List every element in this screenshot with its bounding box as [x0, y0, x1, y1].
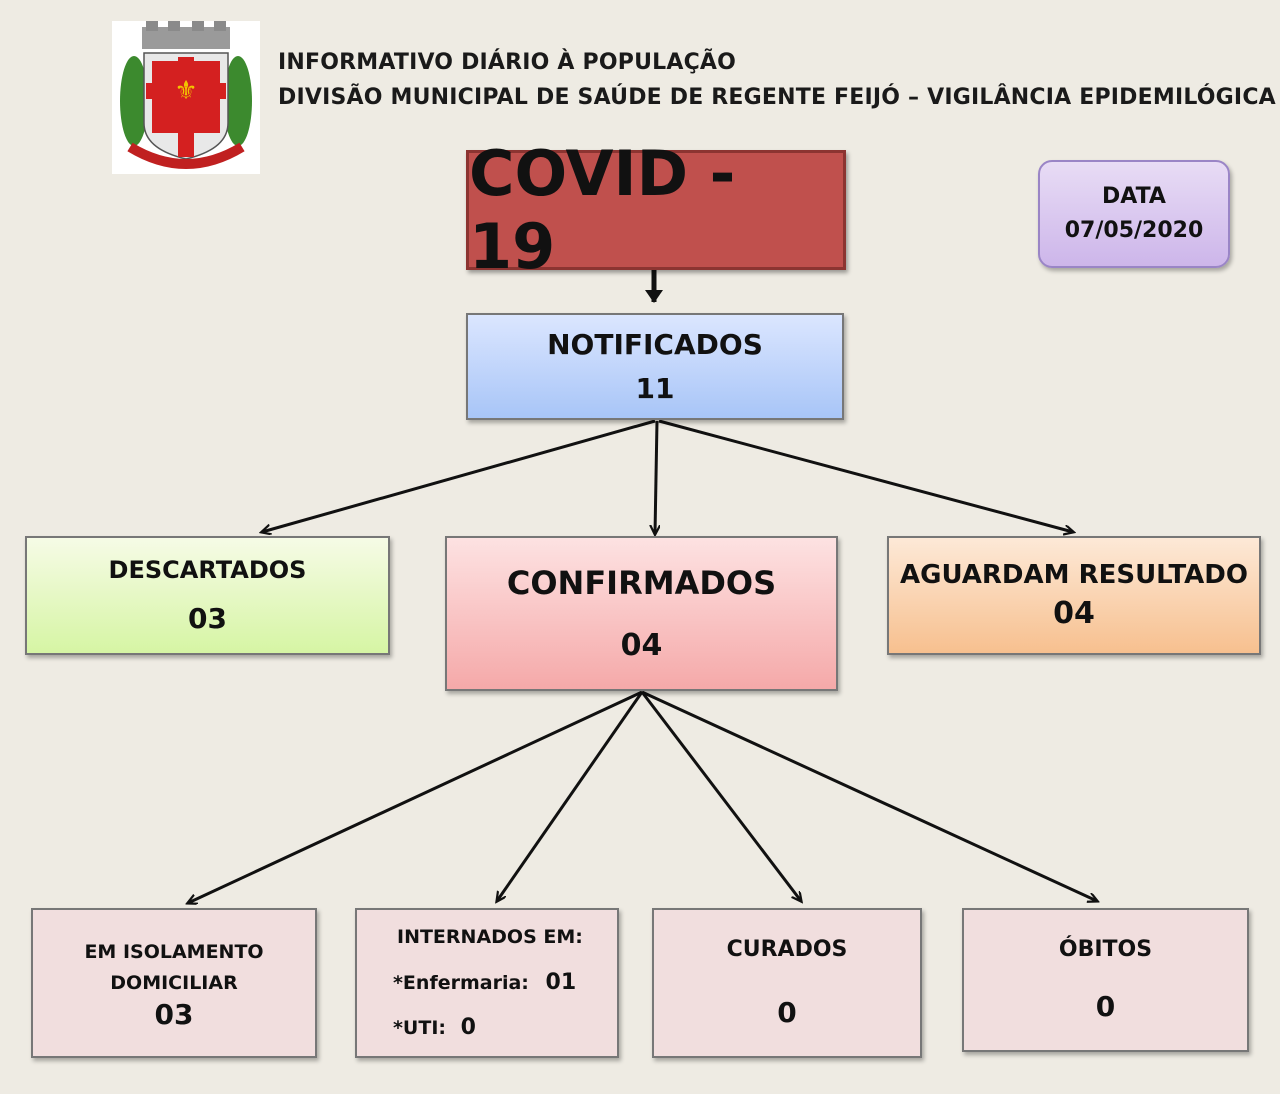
isolamento-label-line1: EM ISOLAMENTO	[84, 940, 264, 963]
covid-title-box: COVID - 19	[466, 137, 846, 283]
curados-value: 0	[777, 996, 797, 1029]
isolamento-value: 03	[154, 997, 194, 1031]
aguardam-label: AGUARDAM RESULTADO	[900, 560, 1248, 590]
covid-title: COVID - 19	[469, 137, 736, 283]
isolamento-label-line2: DOMICILIAR	[110, 971, 238, 994]
internados-box: INTERNADOS EM: *Enfermaria: 01 *UTI: 0	[355, 908, 619, 1058]
header-subtitle: DIVISÃO MUNICIPAL DE SAÚDE DE REGENTE FE…	[278, 85, 1276, 110]
confirmados-label: CONFIRMADOS	[506, 564, 777, 602]
internados-label: INTERNADOS EM:	[397, 926, 583, 948]
header-title: INFORMATIVO DIÁRIO À POPULAÇÃO	[278, 50, 737, 75]
svg-text:⚜: ⚜	[174, 76, 197, 106]
municipal-crest-logo: ⚜	[112, 21, 260, 174]
uti-row: *UTI: 0	[393, 1015, 476, 1040]
curados-box: CURADOS 0	[652, 908, 922, 1058]
isolamento-box: EM ISOLAMENTO DOMICILIAR 03	[31, 908, 317, 1058]
descartados-label: DESCARTADOS	[108, 556, 307, 584]
obitos-box: ÓBITOS 0	[962, 908, 1249, 1052]
descartados-value: 03	[188, 602, 227, 635]
date-value: 07/05/2020	[1064, 218, 1204, 243]
notificados-value: 11	[635, 371, 675, 405]
obitos-value: 0	[1095, 990, 1116, 1023]
uti-value: 0	[460, 1015, 476, 1040]
date-box: DATA 07/05/2020	[1038, 160, 1230, 268]
date-label: DATA	[1102, 184, 1166, 209]
aguardam-value: 04	[1053, 596, 1095, 631]
enfermaria-row: *Enfermaria: 01	[393, 970, 576, 995]
curados-label: CURADOS	[726, 937, 848, 962]
enfermaria-value: 01	[545, 970, 577, 995]
obitos-label: ÓBITOS	[1058, 937, 1153, 962]
aguardam-box: AGUARDAM RESULTADO 04	[887, 536, 1261, 655]
enfermaria-label: *Enfermaria:	[393, 972, 529, 994]
notificados-label: NOTIFICADOS	[547, 327, 763, 361]
uti-label: *UTI:	[393, 1017, 446, 1039]
descartados-box: DESCARTADOS 03	[25, 536, 390, 655]
notificados-box: NOTIFICADOS 11	[466, 313, 844, 420]
confirmados-value: 04	[620, 628, 663, 663]
confirmados-box: CONFIRMADOS 04	[445, 536, 838, 691]
